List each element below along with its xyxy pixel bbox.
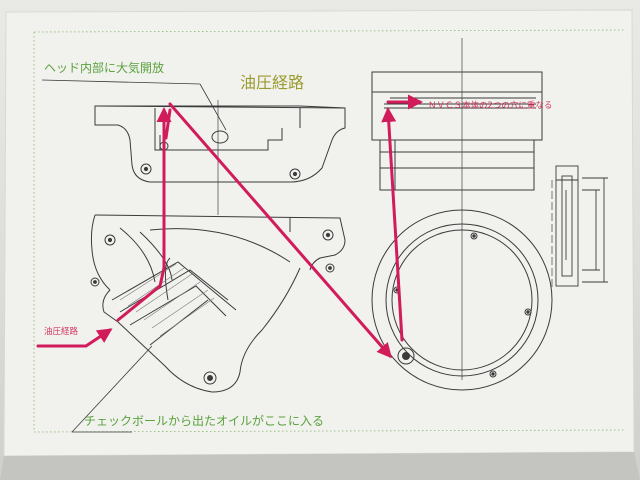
arrow-icon (116, 266, 166, 322)
arrow-icon (381, 107, 404, 342)
head-outline (94, 105, 346, 183)
arrow-icon (164, 108, 172, 140)
diagram-title: 油圧経路 (240, 73, 304, 92)
sheet-shadow (0, 452, 640, 480)
sheet-border (33, 29, 627, 433)
check-ball-note: チェックボールから出たオイルがここに入る (84, 413, 324, 428)
arrow-icon (36, 328, 113, 348)
body-hatching (119, 263, 215, 337)
side-view (555, 165, 608, 287)
oil-path-arrows (36, 94, 423, 359)
nvcs-note: ＮＶＣＳ本体の2つの穴に重なる (428, 100, 552, 111)
ring-outline (371, 209, 553, 391)
inlet-label: 油圧経路 (44, 326, 79, 337)
leader-lines (41, 79, 227, 433)
head-vent-label: ヘッド内部に大気開放 (44, 60, 164, 75)
ring-bolt-holes (393, 232, 532, 378)
arrow-icon (168, 102, 392, 359)
body-bolt-holes (90, 229, 335, 385)
paper-sheet (3, 9, 635, 457)
